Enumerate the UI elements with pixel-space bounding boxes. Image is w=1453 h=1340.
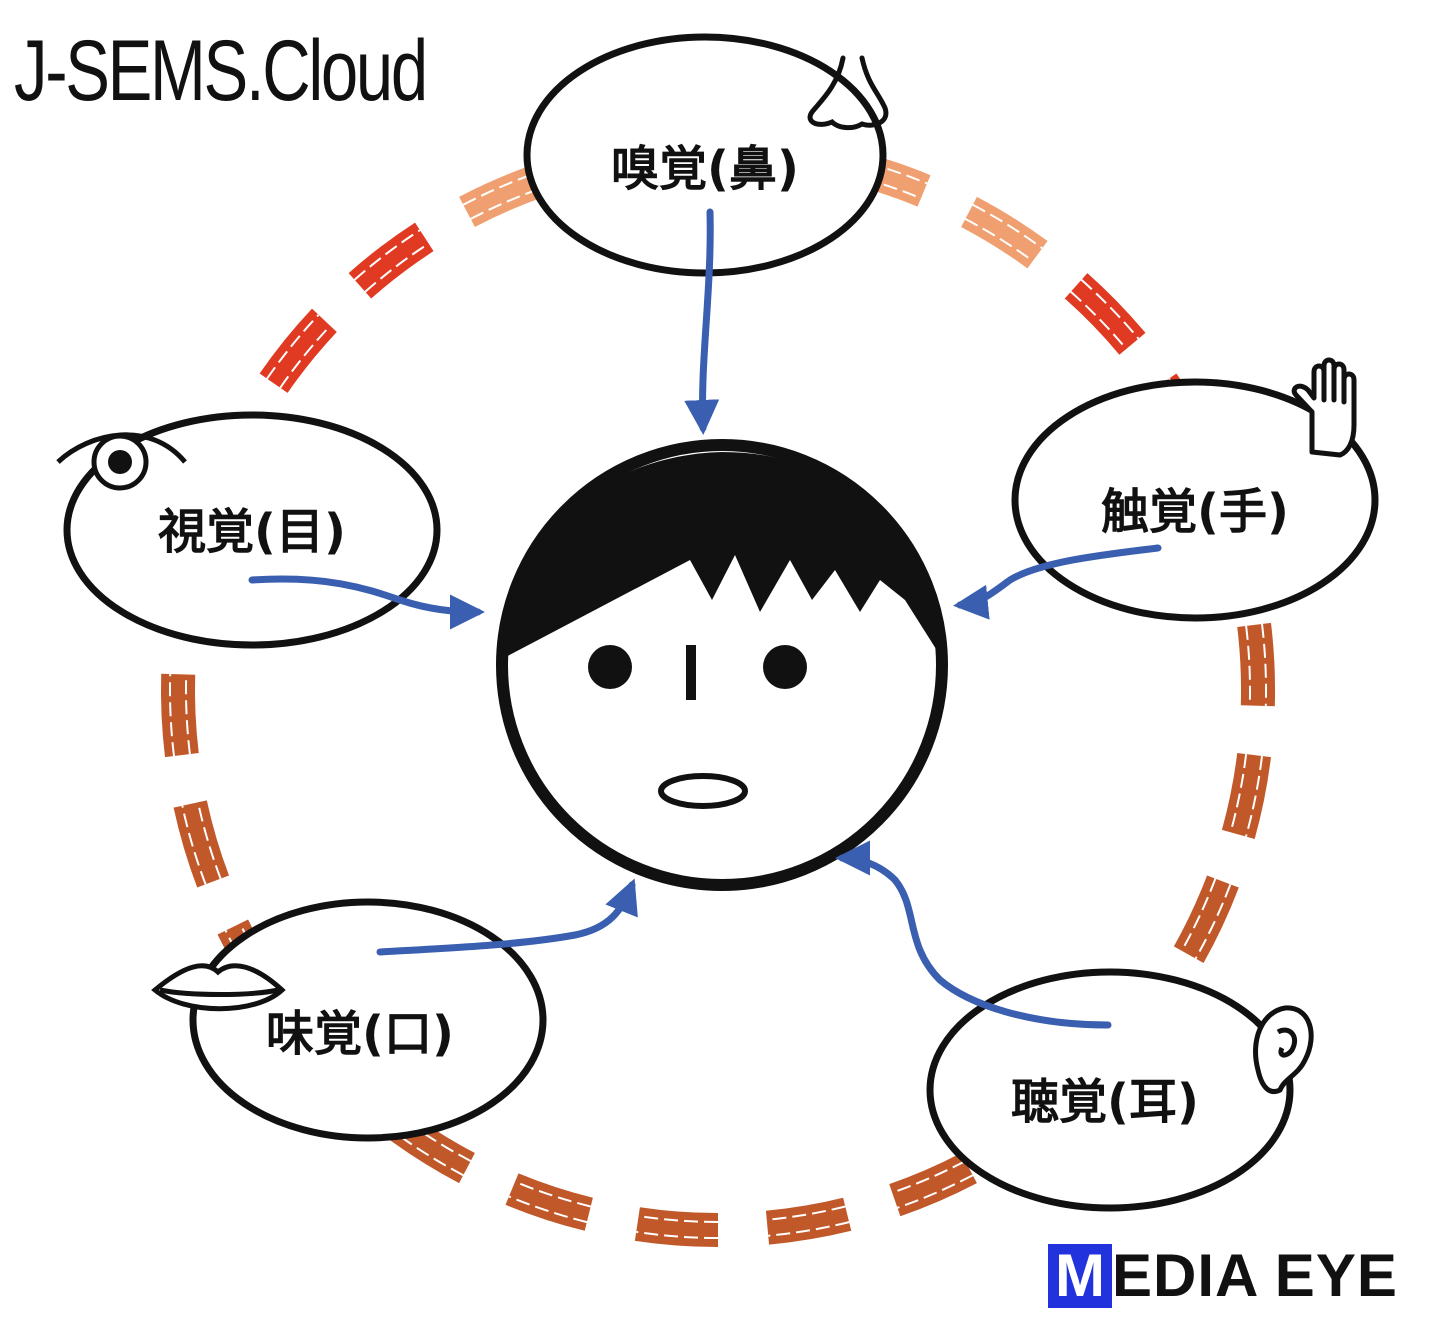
- ring-segment-stripe: [1229, 753, 1248, 833]
- ring-segment: [348, 222, 434, 299]
- sense-arrows: [248, 208, 1162, 1029]
- ring-segment-stripe: [508, 1195, 588, 1224]
- ring-segment-stripe: [1194, 883, 1232, 960]
- ring-segment-stripe: [364, 242, 430, 293]
- ring-segment-stripe: [181, 805, 207, 885]
- taste-arrow: [376, 878, 638, 956]
- ring-segment-stripe: [266, 314, 320, 380]
- hearing-bubble: [926, 968, 1294, 1212]
- ring-segment-stripe: [1261, 623, 1268, 706]
- ring-segment-stripe: [1080, 279, 1140, 340]
- ring-segment-stripe: [168, 674, 175, 757]
- ring-segment-stripe: [964, 218, 1034, 262]
- ring-segment-stripe: [768, 1221, 850, 1237]
- ring-segment: [505, 1173, 594, 1231]
- ring-segment-stripe: [638, 1215, 719, 1223]
- hearing-label: 聴覚(耳): [1011, 1074, 1199, 1130]
- face: [496, 439, 948, 891]
- ring-segment-stripe: [1245, 755, 1263, 837]
- ring-segment-stripe: [972, 203, 1043, 250]
- ring-segment-stripe: [197, 802, 222, 879]
- touch-bubble: [1011, 378, 1379, 622]
- sight-arrow: [248, 575, 485, 630]
- brand-title: J-SEMS.Cloud: [14, 23, 428, 119]
- lips-icon: [151, 963, 286, 1012]
- taste-label: 味覚(口): [266, 1006, 454, 1062]
- ring-segment: [889, 1152, 977, 1217]
- ring-segment: [960, 196, 1048, 269]
- ring-segment-stripe: [897, 1174, 974, 1209]
- hand-icon: [1291, 357, 1357, 458]
- nose-icon: [807, 55, 889, 131]
- ring-segment: [765, 1197, 852, 1245]
- ring-segment: [173, 800, 230, 888]
- ring-segment-stripe: [279, 325, 331, 389]
- ring-segment-stripe: [1245, 625, 1252, 706]
- touch-arrow: [953, 544, 1162, 620]
- right-eye: [763, 645, 807, 689]
- smell-bubble: [523, 33, 887, 277]
- eye-icon: [56, 432, 187, 491]
- ear-icon: [1253, 1005, 1314, 1095]
- hair: [500, 452, 943, 660]
- ring-segment-stripe: [462, 171, 539, 206]
- ring-segment: [1237, 622, 1276, 707]
- ring-segment-stripe: [184, 674, 191, 755]
- ring-segment-stripe: [393, 1130, 464, 1177]
- ring-segment: [259, 308, 337, 394]
- media-eye-logo: M EDIA EYE: [1048, 1244, 1398, 1308]
- ring-segment-stripe: [353, 229, 421, 281]
- ring-segment-stripe: [1180, 878, 1217, 952]
- mouth: [658, 773, 748, 809]
- touch-label: 触覚(手): [1101, 484, 1289, 540]
- ring-segment: [1064, 273, 1146, 355]
- ring-segment-stripe: [636, 1230, 719, 1240]
- hearing-arrow: [835, 840, 1112, 1029]
- ring-segment-stripe: [1070, 291, 1128, 350]
- ring-segment-stripe: [766, 1205, 846, 1221]
- ring-segment: [160, 673, 199, 758]
- ring-segment: [1221, 752, 1271, 839]
- ring-segment-stripe: [514, 1180, 591, 1208]
- ring-segment-stripe: [470, 186, 545, 220]
- ring-segment-stripe: [402, 1118, 472, 1162]
- ring-segment: [1173, 875, 1239, 964]
- sight-label: 視覚(目): [158, 504, 346, 560]
- smell-arrow: [684, 208, 720, 435]
- smell-label: 嗅覚(鼻): [611, 141, 799, 197]
- logo-text: EDIA EYE: [1112, 1242, 1398, 1309]
- nose: [686, 645, 696, 700]
- taste-bubble: [189, 898, 547, 1142]
- ring-segment: [634, 1207, 719, 1248]
- logo-mark: M: [1048, 1244, 1112, 1308]
- left-eye: [588, 645, 632, 689]
